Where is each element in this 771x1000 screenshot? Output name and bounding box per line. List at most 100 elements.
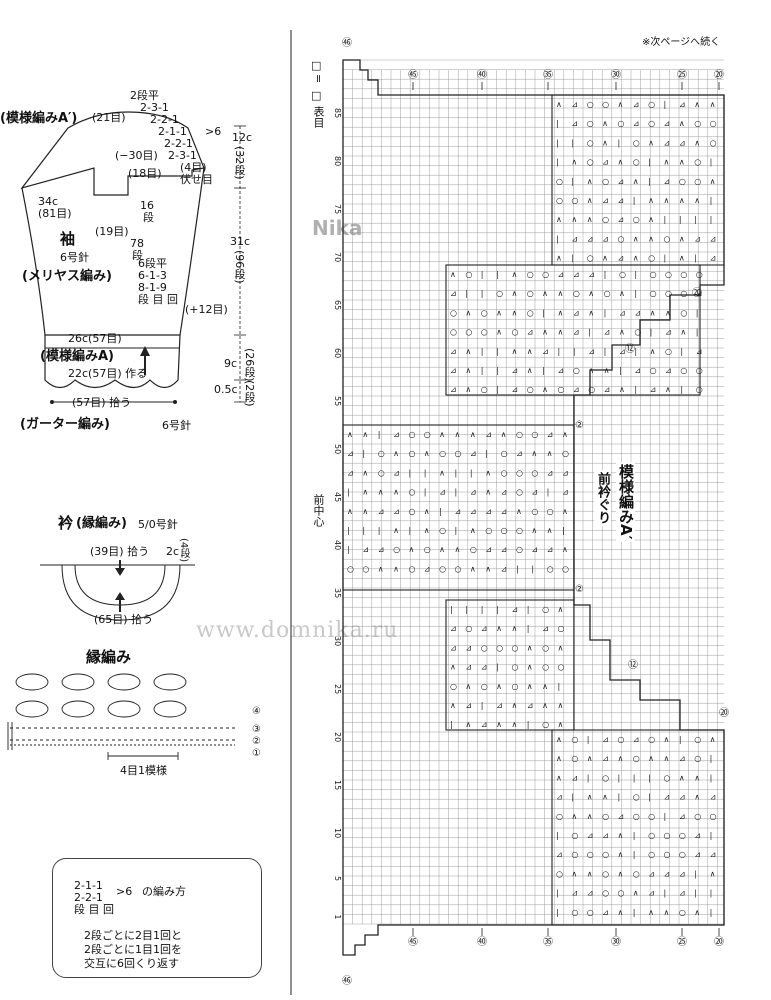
stitch-symbol: ○ — [604, 289, 611, 298]
stitch-symbol: ∧ — [362, 430, 368, 439]
garter-label: (ガーター編み) — [20, 417, 110, 432]
stitch-symbol: ○ — [465, 270, 472, 279]
logo-text: Nika — [312, 216, 363, 240]
stitch-symbol: ∧ — [542, 289, 548, 298]
bottom-marker: ㊺ — [408, 936, 418, 948]
row-number: 60 — [333, 348, 342, 358]
stitch-symbol: ⊿ — [571, 773, 578, 782]
pattern-block — [445, 264, 701, 396]
stitch-symbol: | — [710, 908, 713, 917]
stitch-symbol: ∧ — [378, 564, 384, 573]
stitch-symbol: ∧ — [604, 366, 610, 375]
stitch-symbol: | — [496, 270, 499, 279]
stitch-symbol: | — [694, 254, 697, 263]
stitch-symbol: ∧ — [511, 701, 517, 710]
stitch-symbol: ○ — [664, 773, 671, 782]
stitch-symbol: ⊿ — [664, 793, 671, 802]
bottom-marker: ㉕ — [677, 936, 687, 948]
stitch-symbol: ⊿ — [617, 254, 624, 263]
stitch-symbol: ∧ — [455, 545, 461, 554]
stitch-symbol: ○ — [648, 254, 655, 263]
stitch-symbol: ∧ — [648, 215, 654, 224]
stitch-symbol: ○ — [558, 663, 565, 672]
count-81: (81目) — [38, 207, 72, 220]
stitch-symbol: ⊿ — [516, 449, 523, 458]
stitch-symbol: ○ — [665, 289, 672, 298]
stitch-symbol: ∧ — [556, 100, 562, 109]
stitch-symbol: ○ — [481, 643, 488, 652]
stitch-symbol: ○ — [587, 138, 594, 147]
stitch-symbol: | — [648, 773, 651, 782]
stitch-symbol: ⊿ — [664, 119, 671, 128]
stitch-symbol: | — [465, 605, 468, 614]
stitch-symbol: | — [542, 308, 545, 317]
stitch-symbol: ⊿ — [511, 385, 518, 394]
stitch-symbol: ∧ — [694, 793, 700, 802]
stitch-symbol: ∧ — [511, 624, 517, 633]
top-marker: ㉚ — [611, 69, 621, 81]
stitch-symbol: ○ — [587, 254, 594, 263]
stitch-symbol: | — [679, 215, 682, 224]
watermark-text: www.domnika.ru — [196, 618, 399, 643]
stitch-symbol: ⊿ — [650, 385, 657, 394]
stitch-symbol: ○ — [501, 526, 508, 535]
stitch-symbol: ○ — [516, 488, 523, 497]
row-number: 80 — [333, 156, 342, 166]
row-number: 85 — [333, 108, 342, 118]
stitch-symbol: | — [347, 545, 350, 554]
stitch-symbol: ○ — [587, 100, 594, 109]
stitch-symbol: ⊿ — [617, 812, 624, 821]
chart-grid — [342, 59, 724, 925]
stitch-symbol: ○ — [633, 215, 640, 224]
stitch-symbol: ∧ — [439, 430, 445, 439]
stitch-symbol: | — [481, 347, 484, 356]
increase-line-2: 6-1-3 — [138, 269, 167, 282]
stitch-symbol: | — [481, 701, 484, 710]
stitch-symbol: ∧ — [496, 720, 502, 729]
height-05c: 0.5c — [214, 383, 238, 396]
stitch-symbol: ⊿ — [634, 308, 641, 317]
top-marker: ㊵ — [477, 69, 487, 81]
stitch-symbol: ∧ — [562, 507, 568, 516]
stitch-symbol: | — [347, 488, 350, 497]
stitch-symbol: ⊿ — [501, 545, 508, 554]
stitch-symbol: ○ — [542, 720, 549, 729]
stitch-symbol: | — [664, 889, 667, 898]
stitch-symbol: ⊿ — [481, 663, 488, 672]
stitch-symbol: | — [664, 812, 667, 821]
stitch-symbol: ⊿ — [556, 793, 563, 802]
stitch-symbol: | — [571, 138, 574, 147]
stitch-symbol: ⊿ — [378, 545, 385, 554]
garter-needle: 6号針 — [162, 419, 191, 432]
stitch-symbol: ○ — [602, 850, 609, 859]
stitch-symbol: | — [347, 526, 350, 535]
stitch-symbol: | — [680, 347, 683, 356]
stitch-symbol: ○ — [424, 545, 431, 554]
stitch-symbol: | — [634, 385, 637, 394]
stitch-symbol: | — [710, 215, 713, 224]
stitch-symbol: ⊿ — [465, 663, 472, 672]
stitch-symbol: | — [696, 308, 699, 317]
stitch-symbol: | — [648, 158, 651, 167]
stitch-symbol: | — [573, 347, 576, 356]
stitch-symbol: ∧ — [710, 735, 716, 744]
stitch-symbol: | — [694, 869, 697, 878]
stitch-symbol: ∧ — [465, 385, 471, 394]
stitch-symbol: ○ — [587, 850, 594, 859]
stitch-symbol: ○ — [648, 100, 655, 109]
stitch-symbol: ○ — [587, 158, 594, 167]
stitch-symbol: ○ — [527, 289, 534, 298]
stitch-symbol: ⊿ — [393, 430, 400, 439]
bind-off-count: (4目) — [180, 161, 207, 174]
stitch-symbol: ∧ — [664, 158, 670, 167]
edging-row-1: ① — [252, 748, 261, 759]
stitch-symbol: | — [571, 254, 574, 263]
stitch-symbol: ○ — [696, 270, 703, 279]
row-number: 70 — [333, 252, 342, 262]
stitch-symbol: ⊿ — [378, 507, 385, 516]
stitch-symbol: ∧ — [648, 754, 654, 763]
stitch-symbol: ○ — [531, 507, 538, 516]
stitch-symbol: ∧ — [496, 308, 502, 317]
row-number: 75 — [333, 204, 342, 214]
side-marker: ② — [575, 584, 584, 595]
